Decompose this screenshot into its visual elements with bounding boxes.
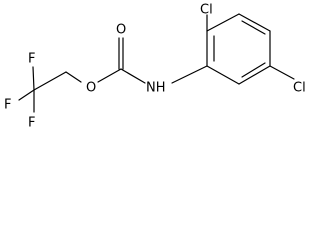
bond-nh-ring — [171, 65, 208, 84]
fluorine-label-top: F — [28, 52, 35, 67]
ring-inner-bond-3 — [241, 62, 266, 78]
chemical-structure-diagram: Cl Cl O O NH F F F — [4, 3, 306, 131]
ring-inner-bond-2 — [241, 20, 266, 35]
chlorine-label-right: Cl — [293, 81, 306, 96]
ring-bond-5 — [238, 65, 271, 85]
ring-bond-6 — [206, 65, 240, 85]
fluorine-label-bottom: F — [28, 116, 35, 131]
bond-ch2-o — [65, 71, 82, 83]
bond-c-f-left — [18, 89, 35, 101]
bond-ring-cl-right — [269, 65, 295, 80]
ester-oxygen-label: O — [86, 81, 96, 96]
amine-label: NH — [146, 81, 166, 96]
fluorine-label-left: F — [4, 98, 11, 113]
bond-lines — [18, 13, 295, 113]
carbonyl-oxygen-label: O — [116, 23, 126, 38]
ring-bond-2 — [206, 13, 240, 32]
bond-c-f-top — [32, 66, 35, 91]
bond-carbonyl-nh — [120, 68, 146, 84]
ring-bond-3 — [238, 13, 271, 32]
chlorine-label-top: Cl — [200, 3, 213, 18]
bond-o-carbonyl — [97, 68, 122, 83]
bond-cf3-ch2 — [33, 71, 67, 91]
atom-labels: Cl Cl O O NH F F F — [4, 3, 306, 131]
